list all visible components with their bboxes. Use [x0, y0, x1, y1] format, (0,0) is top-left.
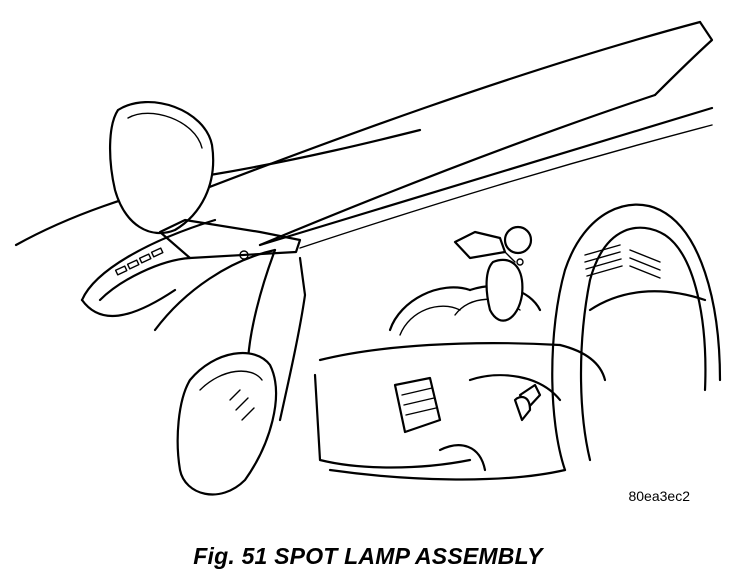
side-mirror: [178, 353, 276, 494]
left-door-trim: [16, 130, 420, 316]
windshield-header: [150, 22, 712, 248]
center-console: [440, 375, 560, 470]
sun-visor: [110, 102, 213, 233]
a-pillar: [100, 220, 305, 420]
spot-lamp: [455, 227, 531, 321]
steering-wheel: [552, 205, 720, 470]
figure-caption: Fig. 51 SPOT LAMP ASSEMBLY: [193, 543, 543, 569]
ignition-key: [515, 385, 540, 420]
steering-wheel-grille: [585, 245, 660, 278]
vent-slots: [116, 248, 163, 275]
drawing-id: 80ea3ec2: [628, 488, 690, 504]
spot-lamp-assembly-illustration: [0, 0, 736, 540]
lower-dash: [330, 345, 605, 479]
dash-air-vent: [395, 378, 440, 432]
